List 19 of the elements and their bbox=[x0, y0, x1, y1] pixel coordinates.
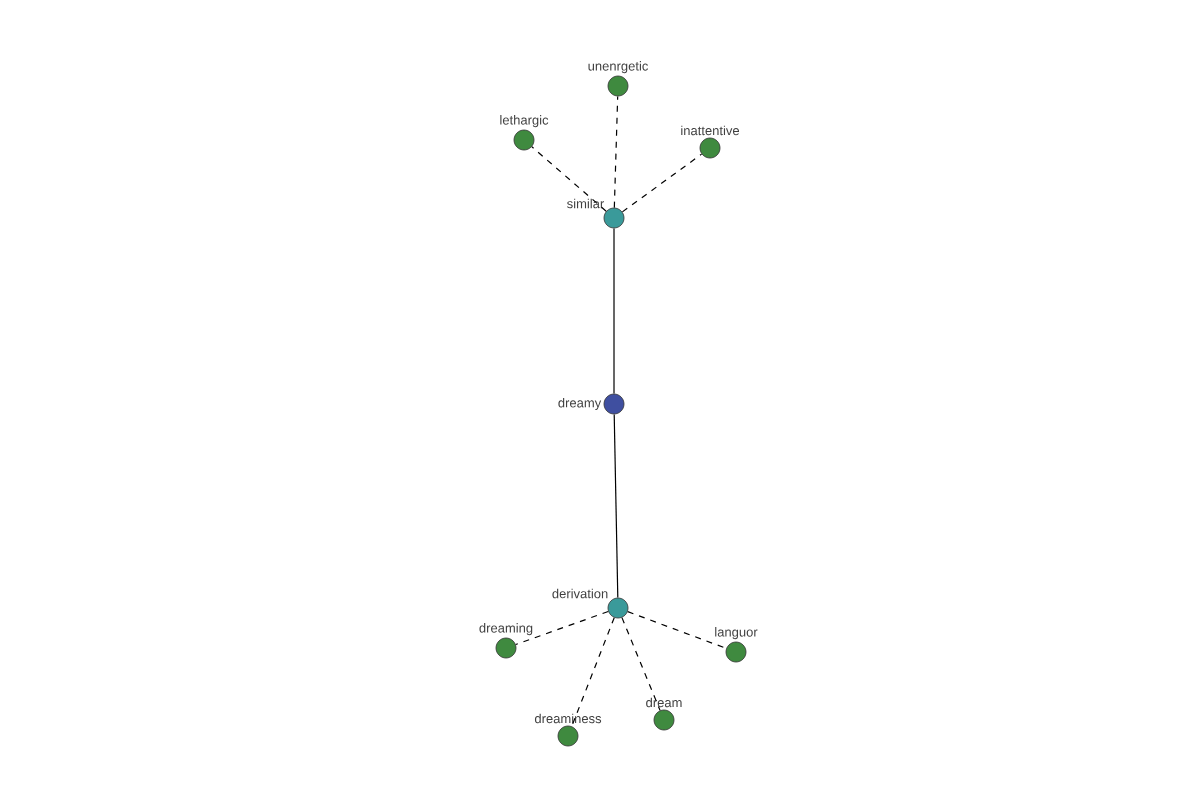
graph-node bbox=[500, 115, 549, 151]
connector-line bbox=[571, 617, 615, 727]
connector-line bbox=[627, 611, 727, 649]
graph-node bbox=[681, 125, 740, 159]
graph-node bbox=[715, 627, 758, 663]
graph-node bbox=[588, 61, 648, 97]
graph-node bbox=[534, 713, 602, 747]
graph-node bbox=[646, 697, 682, 731]
connector-line bbox=[515, 610, 609, 646]
connector-line bbox=[621, 153, 703, 213]
graph-node bbox=[567, 198, 625, 229]
connector-line bbox=[613, 95, 619, 209]
graph-node bbox=[558, 393, 625, 415]
graph-node bbox=[479, 623, 533, 659]
connector-line bbox=[531, 146, 607, 212]
connector-line bbox=[621, 617, 661, 711]
graph-node bbox=[552, 588, 629, 619]
connector-line bbox=[613, 413, 619, 599]
connector-line bbox=[613, 227, 615, 395]
